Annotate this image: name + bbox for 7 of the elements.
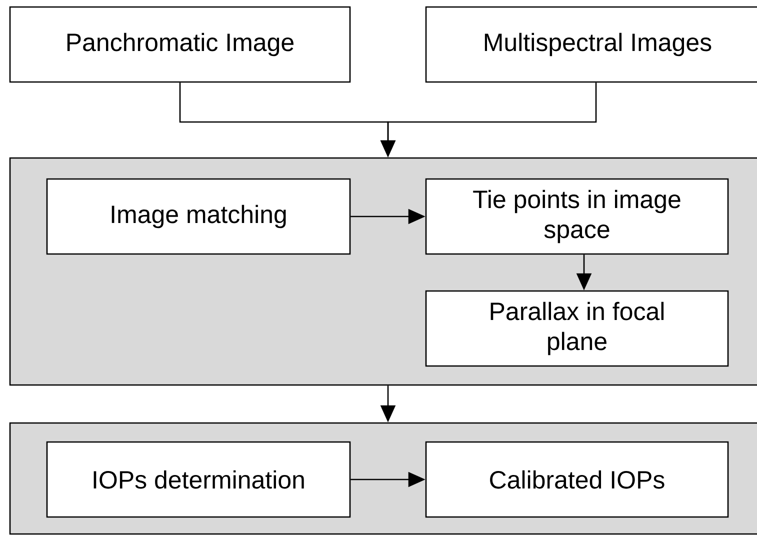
process-box: Calibrated IOPs — [425, 441, 729, 518]
process-box: IOPs determination — [46, 441, 351, 518]
process-box: Parallax in focal plane — [425, 290, 729, 367]
process-box: Panchromatic Image — [9, 6, 351, 83]
process-box: Tie points in image space — [425, 178, 729, 255]
process-box: Image matching — [46, 178, 351, 255]
process-box: Multispectral Images — [425, 6, 757, 83]
